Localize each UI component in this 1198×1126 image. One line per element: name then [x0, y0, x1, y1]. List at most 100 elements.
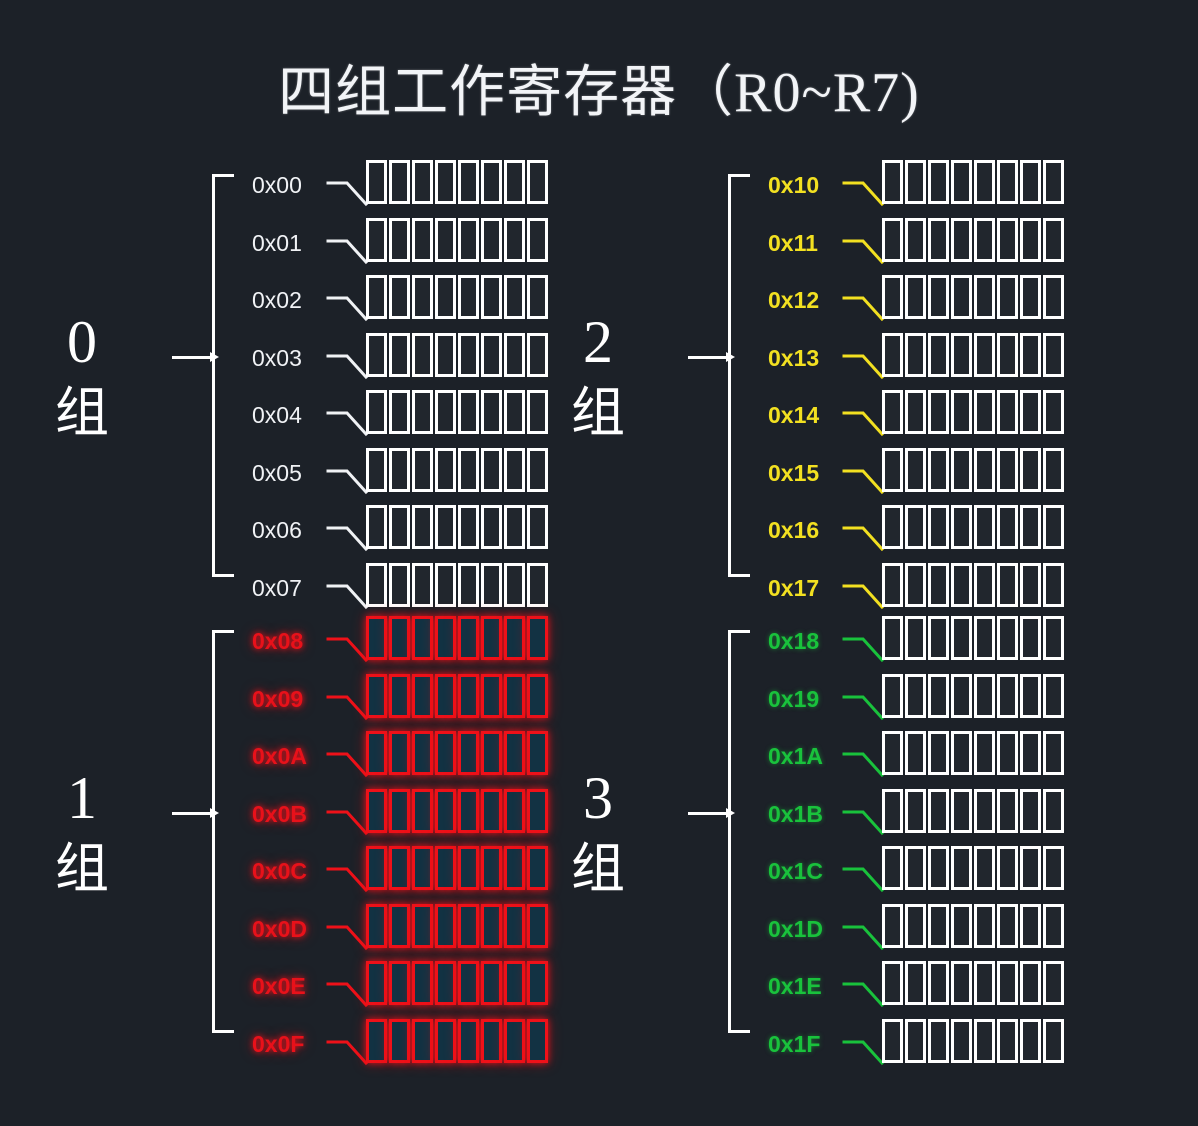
register-bit-cell[interactable]: [366, 160, 387, 204]
register-bit-cell[interactable]: [997, 961, 1018, 1005]
register-bit-cell[interactable]: [458, 160, 479, 204]
register-bit-cell[interactable]: [366, 275, 387, 319]
register-bit-cell[interactable]: [481, 332, 502, 377]
register-bit-cell[interactable]: [504, 217, 525, 262]
register-bit-cell[interactable]: [366, 961, 387, 1005]
register-bit-cell[interactable]: [928, 390, 949, 434]
register-bit-cell[interactable]: [997, 903, 1018, 948]
register-bit-cell[interactable]: [412, 217, 433, 262]
register-bit-cell[interactable]: [928, 447, 949, 492]
register-bit-cell[interactable]: [481, 731, 502, 775]
register-bit-cell[interactable]: [882, 562, 903, 607]
register-row[interactable]: 0x18: [768, 616, 1064, 663]
register-bit-cell[interactable]: [1020, 1018, 1041, 1063]
register-bit-cell[interactable]: [504, 1018, 525, 1063]
register-bit-cell[interactable]: [882, 217, 903, 262]
register-bit-cell[interactable]: [974, 731, 995, 775]
register-bit-cell[interactable]: [435, 846, 456, 890]
register-row[interactable]: 0x03: [252, 332, 548, 379]
register-bit-cell[interactable]: [1020, 160, 1041, 204]
register-bit-cell[interactable]: [1020, 505, 1041, 549]
register-row[interactable]: 0x0E: [252, 961, 548, 1008]
register-bit-cell[interactable]: [928, 562, 949, 607]
register-bit-cell[interactable]: [481, 673, 502, 718]
register-bit-cell[interactable]: [435, 275, 456, 319]
register-row[interactable]: 0x1B: [768, 788, 1064, 835]
register-bit-cell[interactable]: [974, 160, 995, 204]
register-bit-cell[interactable]: [905, 903, 926, 948]
register-bit-cell[interactable]: [504, 447, 525, 492]
register-bit-cell[interactable]: [504, 731, 525, 775]
register-row[interactable]: 0x11: [768, 217, 1064, 264]
register-bit-cell[interactable]: [366, 332, 387, 377]
register-bit-cell[interactable]: [997, 505, 1018, 549]
register-bit-cell[interactable]: [504, 160, 525, 204]
register-bit-cell[interactable]: [928, 673, 949, 718]
register-bit-cell[interactable]: [882, 1018, 903, 1063]
register-bit-cell[interactable]: [435, 160, 456, 204]
register-bit-cell[interactable]: [974, 505, 995, 549]
register-bit-cell[interactable]: [527, 275, 548, 319]
register-bit-cell[interactable]: [882, 788, 903, 833]
register-bit-cell[interactable]: [435, 903, 456, 948]
register-bit-cell[interactable]: [882, 961, 903, 1005]
register-row[interactable]: 0x0C: [252, 846, 548, 893]
register-row[interactable]: 0x01: [252, 217, 548, 264]
register-bit-cell[interactable]: [882, 275, 903, 319]
register-row[interactable]: 0x14: [768, 390, 1064, 437]
register-bit-cell[interactable]: [458, 447, 479, 492]
register-bit-cell[interactable]: [527, 390, 548, 434]
register-bit-cell[interactable]: [412, 903, 433, 948]
register-bit-cell[interactable]: [412, 562, 433, 607]
register-bit-cell[interactable]: [389, 1018, 410, 1063]
register-bit-cell[interactable]: [928, 217, 949, 262]
register-bit-cell[interactable]: [504, 961, 525, 1005]
register-bit-cell[interactable]: [882, 846, 903, 890]
register-bit-cell[interactable]: [974, 788, 995, 833]
register-bit-cell[interactable]: [366, 562, 387, 607]
register-bit-cell[interactable]: [366, 673, 387, 718]
register-bit-cell[interactable]: [412, 616, 433, 660]
register-bit-cell[interactable]: [389, 447, 410, 492]
register-row[interactable]: 0x02: [252, 275, 548, 322]
register-row[interactable]: 0x12: [768, 275, 1064, 322]
register-bit-cell[interactable]: [389, 846, 410, 890]
register-bit-cell[interactable]: [1043, 390, 1064, 434]
register-bit-cell[interactable]: [905, 616, 926, 660]
register-bit-cell[interactable]: [928, 505, 949, 549]
register-bit-cell[interactable]: [882, 731, 903, 775]
register-bit-cell[interactable]: [504, 788, 525, 833]
register-bit-cell[interactable]: [1020, 961, 1041, 1005]
register-bit-cell[interactable]: [458, 275, 479, 319]
register-bit-cell[interactable]: [951, 217, 972, 262]
register-bit-cell[interactable]: [504, 846, 525, 890]
register-bit-cell[interactable]: [997, 390, 1018, 434]
register-bit-cell[interactable]: [458, 332, 479, 377]
register-bit-cell[interactable]: [997, 160, 1018, 204]
register-bit-cell[interactable]: [527, 1018, 548, 1063]
register-row[interactable]: 0x0A: [252, 731, 548, 778]
register-bit-cell[interactable]: [1020, 447, 1041, 492]
register-bit-cell[interactable]: [1043, 275, 1064, 319]
register-bit-cell[interactable]: [366, 447, 387, 492]
register-bit-cell[interactable]: [527, 616, 548, 660]
register-bit-cell[interactable]: [435, 788, 456, 833]
register-row[interactable]: 0x1A: [768, 731, 1064, 778]
register-bit-cell[interactable]: [412, 846, 433, 890]
register-bit-cell[interactable]: [928, 846, 949, 890]
register-row[interactable]: 0x06: [252, 505, 548, 552]
register-bit-cell[interactable]: [1043, 562, 1064, 607]
register-row[interactable]: 0x09: [252, 673, 548, 720]
register-bit-cell[interactable]: [458, 903, 479, 948]
register-bit-cell[interactable]: [1043, 616, 1064, 660]
register-bit-cell[interactable]: [504, 562, 525, 607]
register-bit-cell[interactable]: [905, 275, 926, 319]
register-bit-cell[interactable]: [366, 390, 387, 434]
register-bit-cell[interactable]: [905, 160, 926, 204]
register-bit-cell[interactable]: [412, 332, 433, 377]
register-bit-cell[interactable]: [997, 1018, 1018, 1063]
register-bit-cell[interactable]: [882, 673, 903, 718]
register-bit-cell[interactable]: [1020, 332, 1041, 377]
register-bit-cell[interactable]: [1020, 788, 1041, 833]
register-bit-cell[interactable]: [905, 447, 926, 492]
